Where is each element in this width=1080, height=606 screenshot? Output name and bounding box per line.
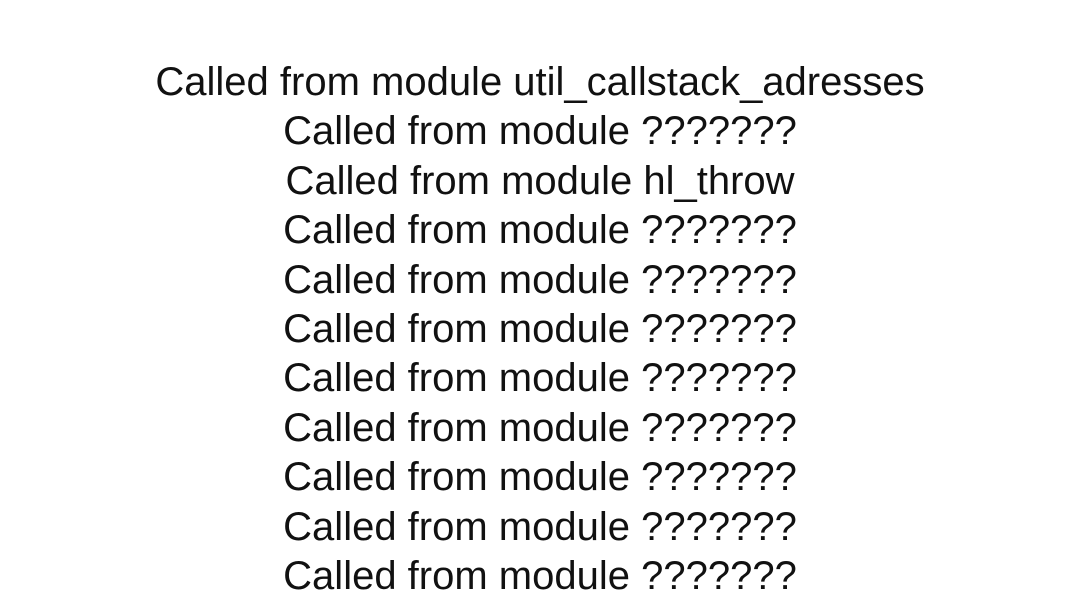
callstack-line: Called from module ??????? bbox=[283, 109, 797, 154]
callstack-list: Called from module util_callstack_adress… bbox=[0, 58, 1080, 601]
callstack-line: Called from module ??????? bbox=[283, 455, 797, 500]
callstack-line: Called from module ??????? bbox=[283, 257, 797, 302]
callstack-line: Called from module ??????? bbox=[283, 208, 797, 253]
callstack-line: Called from module ??????? bbox=[283, 356, 797, 401]
callstack-line: Called from module hl_throw bbox=[285, 158, 795, 203]
callstack-line: Called from module ??????? bbox=[283, 553, 797, 598]
callstack-line: Called from module ??????? bbox=[283, 504, 797, 549]
callstack-line: Called from module util_callstack_adress… bbox=[155, 60, 925, 104]
callstack-line: Called from module ??????? bbox=[283, 306, 797, 351]
callstack-line: Called from module ??????? bbox=[283, 405, 797, 450]
